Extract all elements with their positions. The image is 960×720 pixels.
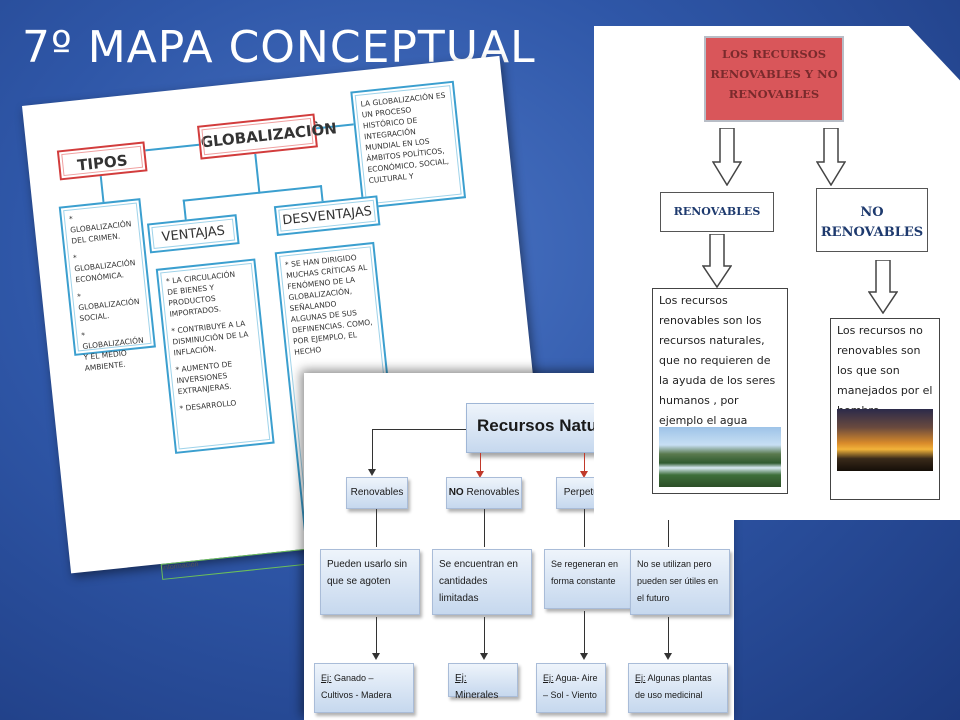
connector-line xyxy=(484,509,485,547)
ventajas-label: VENTAJAS xyxy=(146,214,240,254)
tipos-list: * GLOBALIZACIÓN DEL CRIMEN. * GLOBALIZAC… xyxy=(58,198,156,373)
connector-line xyxy=(376,509,377,547)
connector-line xyxy=(372,429,466,430)
tipo-item: * GLOBALIZACIÓN Y EL MEDIO AMBIENTE. xyxy=(80,330,145,373)
definicion-box: LA GLOBALIZACIÓN ES UN PROCESO HISTÓRICO… xyxy=(350,80,467,209)
example-text: Ganado – Cultivos - Madera xyxy=(321,673,392,700)
renovables-desc: Los recursos renovables son los recursos… xyxy=(659,294,776,427)
example-prefix: Ej: xyxy=(543,673,554,683)
tipos-items: * GLOBALIZACIÓN DEL CRIMEN. * GLOBALIZAC… xyxy=(61,200,157,386)
connector-line xyxy=(145,143,200,152)
arrow-tip xyxy=(580,471,588,478)
example-text: Agua- Aire – Sol - Viento xyxy=(543,673,598,700)
arrow-down-icon xyxy=(702,234,732,288)
connector-line xyxy=(182,185,323,202)
ventaja-item: * DESARROLLO xyxy=(179,398,237,414)
ventaja-item: * CONTRIBUYE A LA DISMINUCIÓN DE LA INFL… xyxy=(170,318,249,358)
example-renovables: Ej: Ganado – Cultivos - Madera xyxy=(314,663,414,713)
example-text: Minerales xyxy=(455,690,499,701)
recursos-naturales-title: Recursos Naturales xyxy=(466,403,637,453)
desc-no-renovables: Se encuentran en cantidades limitadas xyxy=(432,549,532,615)
bottom-info-text: Información xyxy=(161,561,199,572)
connector-line xyxy=(668,617,669,657)
no-renovables-label: NO RENOVABLES xyxy=(816,188,928,252)
example-perpetuo: Ej: Agua- Aire – Sol - Viento xyxy=(536,663,606,713)
connector-line xyxy=(484,617,485,657)
connector-line xyxy=(372,429,373,473)
oil-pumps-image xyxy=(837,409,933,471)
example-prefix: Ej: xyxy=(635,673,646,683)
waterfall-image xyxy=(659,427,781,487)
arrow-tip xyxy=(664,653,672,660)
desc-renovables: Pueden usarlo sin que se agoten xyxy=(320,549,420,615)
tipo-item: * GLOBALIZACIÓN DEL CRIMEN. xyxy=(68,214,132,246)
connector-line xyxy=(319,185,324,202)
example-prefix: Ej: xyxy=(455,673,467,684)
ventajas-items: * LA CIRCULACIÓN DE BIENES Y PRODUCTOS I… xyxy=(158,261,270,427)
arrow-down-icon xyxy=(712,128,742,186)
renovables-desc-box: Los recursos renovables son los recursos… xyxy=(652,288,788,494)
category-no-renovables: NO Renovables xyxy=(446,477,522,509)
arrow-tip xyxy=(368,469,376,476)
no-renovables-desc: Los recursos no renovables son los que s… xyxy=(837,324,933,417)
desventajas-text: * SE HAN DIRIGIDO MUCHAS CRÍTICAS AL FEN… xyxy=(284,252,373,357)
recursos-renovables-title: LOS RECURSOS RENOVABLES Y NO RENOVABLES xyxy=(704,36,844,122)
arrow-down-icon xyxy=(868,260,898,314)
tipos-label: TIPOS xyxy=(56,141,148,181)
desventajas-label: DESVENTAJAS xyxy=(273,195,381,237)
category-no-bold: NO xyxy=(448,487,464,498)
connector-line xyxy=(99,174,105,203)
globalizacion-title: GLOBALIZACIÒN xyxy=(197,113,338,160)
ventaja-item: * LA CIRCULACIÓN DE BIENES Y PRODUCTOS I… xyxy=(165,269,236,319)
connector-line xyxy=(480,453,481,475)
connector-line xyxy=(376,617,377,657)
example-prefix: Ej: xyxy=(321,673,332,683)
desc-cuarta: No se utilizan pero pueden ser útiles en… xyxy=(630,549,730,615)
connector-line xyxy=(584,453,585,475)
desc-perpetuo: Se regeneran en forma constante xyxy=(544,549,632,609)
connector-line xyxy=(668,509,669,547)
recursos-renovables-map: LOS RECURSOS RENOVABLES Y NO RENOVABLES … xyxy=(594,26,960,520)
ventajas-list: * LA CIRCULACIÓN DE BIENES Y PRODUCTOS I… xyxy=(155,258,275,454)
connector-line xyxy=(584,611,585,657)
example-cuarta: Ej: Algunas plantas de uso medicinal xyxy=(628,663,728,713)
ventaja-item: * AUMENTO DE INVERSIONES EXTRANJERAS. xyxy=(174,359,233,397)
arrow-tip xyxy=(476,471,484,478)
renovables-label: RENOVABLES xyxy=(660,192,774,232)
category-renovables: Renovables xyxy=(346,477,408,509)
no-renovables-desc-box: Los recursos no renovables son los que s… xyxy=(830,318,940,500)
arrow-tip xyxy=(480,653,488,660)
category-no-label: Renovables xyxy=(463,487,520,498)
arrow-tip xyxy=(372,653,380,660)
definicion-text: LA GLOBALIZACIÓN ES UN PROCESO HISTÓRICO… xyxy=(360,90,450,186)
connector-line xyxy=(584,509,585,547)
connector-line xyxy=(182,199,187,220)
tipo-item: * GLOBALIZACIÓN SOCIAL. xyxy=(76,291,140,324)
tipo-item: * GLOBALIZACIÓN ECONÓMICA. xyxy=(72,253,136,285)
example-text: Algunas plantas de uso medicinal xyxy=(635,673,712,700)
connector-line xyxy=(254,153,261,194)
arrow-tip xyxy=(580,653,588,660)
arrow-down-icon xyxy=(816,128,846,186)
example-no-renovables: Ej: Minerales xyxy=(448,663,518,701)
